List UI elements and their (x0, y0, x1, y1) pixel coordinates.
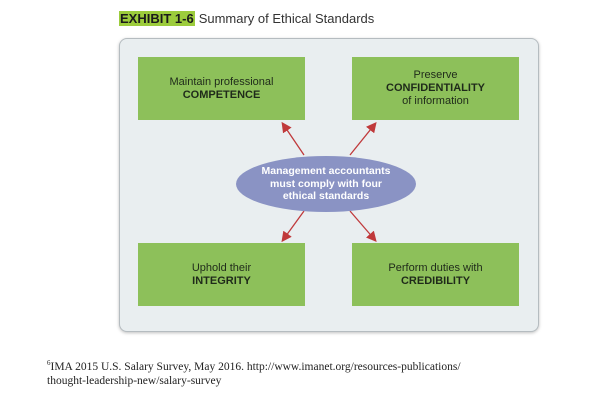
box-text: Uphold their (191, 261, 252, 274)
center-ellipse: Management accountants must comply with … (236, 156, 416, 212)
footnote-line2: thought-leadership-new/salary-survey (47, 374, 222, 387)
exhibit-number: EXHIBIT 1-6 (119, 11, 195, 26)
footnote: 6IMA 2015 U.S. Salary Survey, May 2016. … (47, 356, 461, 388)
footnote-marker: 6 (47, 359, 51, 367)
box-text: Perform duties with (388, 261, 483, 274)
box-text: of information (402, 95, 469, 107)
arrow-competence (281, 121, 305, 156)
box-keyword: CREDIBILITY (400, 274, 471, 287)
center-text: Management accountants must comply with … (261, 165, 391, 203)
box-text: Maintain professional (169, 75, 274, 88)
footnote-line1: IMA 2015 U.S. Salary Survey, May 2016. h… (50, 360, 461, 373)
arrow-credibility (349, 210, 377, 242)
box-keyword: COMPETENCE (182, 88, 261, 101)
box-text: Preserve (413, 69, 458, 81)
arrow-integrity (281, 210, 305, 243)
box-keyword: CONFIDENTIALITY (386, 82, 485, 94)
box-keyword: INTEGRITY (192, 274, 251, 287)
arrow-confidentiality (349, 121, 377, 156)
exhibit-caption: Summary of Ethical Standards (198, 11, 375, 26)
